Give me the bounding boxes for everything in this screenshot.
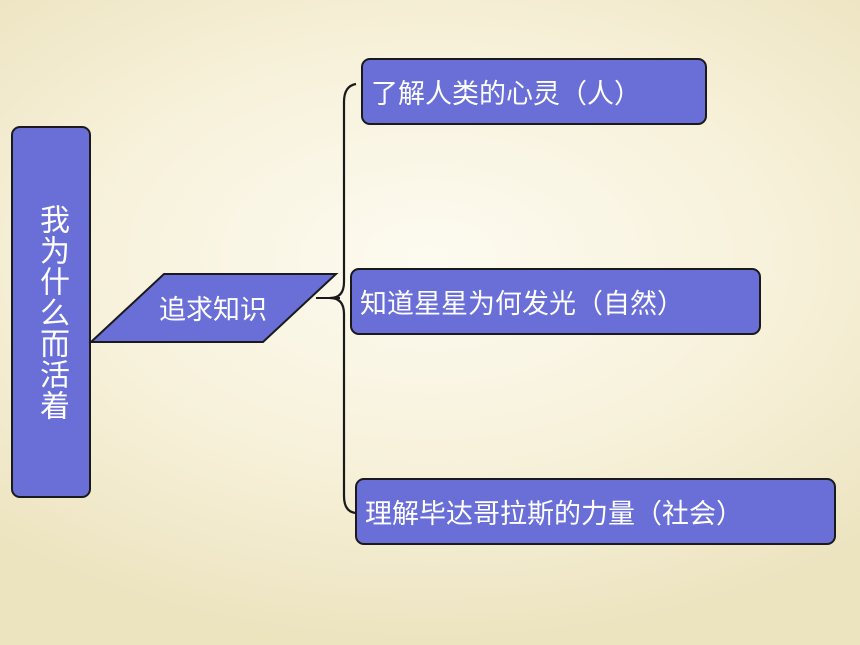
branch-node-shape xyxy=(88,273,339,343)
root-node-box: 我为什么而活着 xyxy=(11,126,91,498)
leaf-node-3: 理解毕达哥拉斯的力量（社会） xyxy=(355,478,836,545)
leaf-node-1: 了解人类的心灵（人） xyxy=(361,58,707,125)
root-node-label: 我为什么而活着 xyxy=(34,203,69,421)
leaf-node-3-label: 理解毕达哥拉斯的力量（社会） xyxy=(365,499,743,530)
leaf-node-1-label: 了解人类的心灵（人） xyxy=(371,79,641,110)
leaf-node-2: 知道星星为何发光（自然） xyxy=(350,268,761,335)
branch-node-label: 追求知识 xyxy=(159,294,267,326)
leaf-node-2-label: 知道星星为何发光（自然） xyxy=(360,289,684,320)
